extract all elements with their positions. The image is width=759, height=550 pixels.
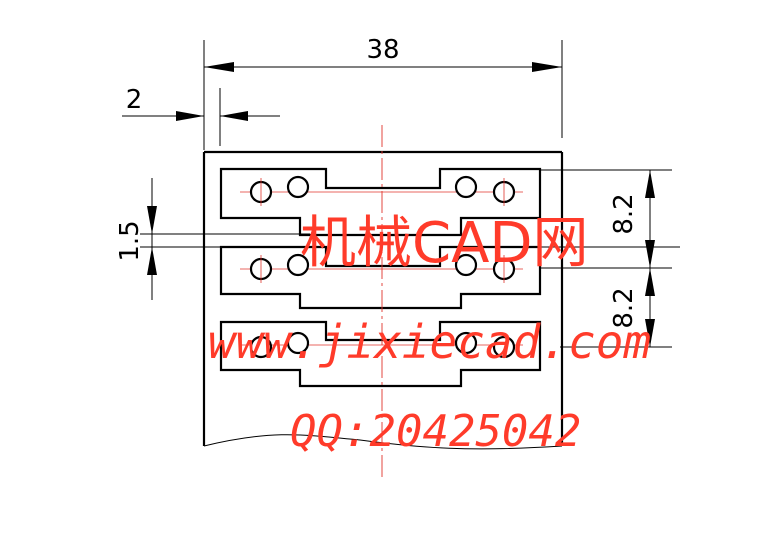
watermark-site-name: 机械CAD网 — [300, 211, 589, 276]
watermark-url: www.jixiecad.com — [208, 315, 651, 369]
dim-label-8-2-top: 8.2 — [609, 193, 639, 234]
holes — [240, 175, 523, 359]
dimension-overall-width: 38 — [203, 35, 563, 150]
watermark: 机械CAD网 www.jixiecad.com QQ:20425042 — [208, 211, 651, 457]
watermark-qq: QQ:20425042 — [290, 406, 581, 457]
slot-middle — [219, 245, 542, 310]
dim-label-38: 38 — [366, 35, 399, 65]
dimension-edge-offset: 2 — [122, 85, 280, 146]
slot-top — [219, 167, 542, 237]
dim-label-8-2-bottom: 8.2 — [609, 287, 639, 328]
slot-bottom — [219, 320, 542, 388]
dimension-slot-height: 1.5 — [115, 178, 310, 300]
part-outline — [202, 150, 564, 450]
dim-label-2: 2 — [126, 85, 143, 115]
dim-label-1-5: 1.5 — [115, 220, 145, 261]
